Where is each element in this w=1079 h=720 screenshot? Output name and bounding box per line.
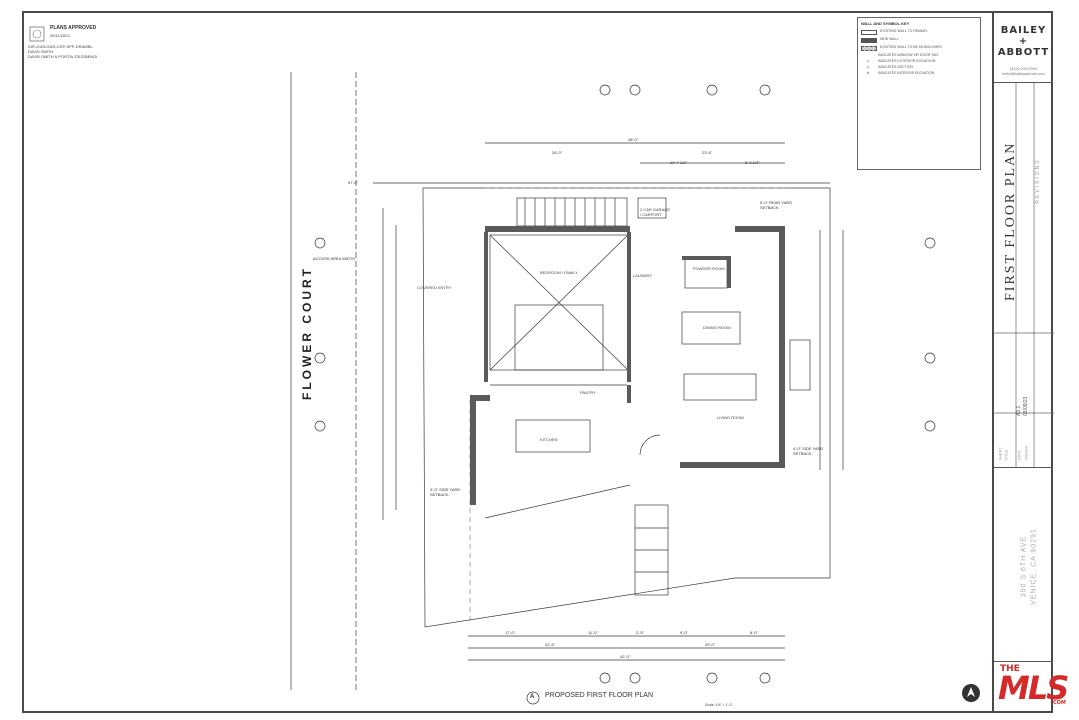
legend-row: EXISTING WALL TO BE DEMOLISHED	[861, 45, 977, 51]
setback-rear: 5'-0" REAR YARD SETBACK	[760, 200, 793, 210]
room-laundry: LAUNDRY	[633, 273, 653, 278]
setback-side-right: 4'-0" SIDE YARD SETBACK	[793, 446, 824, 456]
north-arrow-icon	[962, 684, 980, 702]
legend-row: ◎INDICATES SECTION	[866, 65, 913, 69]
dim-overall-width: 48'-0"	[628, 137, 639, 142]
wall-symbol-key: WALL AND SYMBOL KEY EXISTING WALL TO REM…	[857, 17, 981, 170]
stamp-line-3: DAVID SMITH & PORTIA ZSIJSBENGI	[28, 54, 98, 59]
access-area-label: ACCESS AREA WIDTH	[313, 256, 356, 261]
stamp-line-1: DIR-2023-0320-CDP-SPP-DRAWBL	[28, 44, 93, 49]
room-covered-entry: COVERED ENTRY	[417, 285, 452, 290]
dim-bottom-overall: 42'-0"	[620, 654, 631, 659]
lot-boundary	[422, 187, 831, 628]
plan-scale: Scale: 1/4" = 1'-0"	[705, 703, 733, 707]
mls-logo: THE MLS COM	[998, 664, 1069, 707]
sheet-title-panel: FIRST FLOOR PLAN REVISIONS SHEET TITLE D…	[994, 83, 1054, 468]
dim-bottom-e: 8'-0"	[750, 630, 758, 635]
dim-bottom-d: 9'-0"	[680, 630, 688, 635]
dim-right: 8'-3 1/2"	[745, 160, 760, 165]
project-address: 350 S 6TH AVE VENICE, CA 90291	[994, 468, 1053, 662]
stamp-header: PLANS APPROVED	[50, 25, 97, 31]
dim-mid: 10'-7 1/2"	[670, 160, 687, 165]
dim-bottom-a: 17'-0"	[505, 630, 516, 635]
dim-bottom-left: 22'-6"	[545, 642, 556, 647]
stamp-date: 09/11/2023	[50, 33, 70, 38]
room-powder: POWDER ROOM	[693, 266, 725, 271]
approval-stamp: PLANS APPROVED 09/11/2023 DIR-2023-0320-…	[28, 25, 114, 71]
legend-row: EXISTING WALL TO REMAIN	[861, 29, 977, 35]
legend-row: ⊖INDICATES INTERIOR ELEVATION	[866, 71, 935, 75]
dim-left-span: 26'-0"	[552, 150, 563, 155]
plan-title: PROPOSED FIRST FLOOR PLAN	[545, 692, 654, 699]
legend-row: ◎INDICATES EXTERIOR ELEVATION	[866, 59, 936, 63]
room-bedroom: BEDROOM / FAMILY	[540, 270, 578, 275]
room-garage: 2 CAR GARAGE / CARPORT	[640, 207, 671, 217]
dim-bottom-right: 20'-0"	[705, 642, 716, 647]
dim-bottom-b: 11'-0"	[588, 630, 598, 635]
drawing-marker: A	[530, 694, 535, 700]
dim-right-span: 23'-6"	[702, 150, 713, 155]
firm-logo: BAILEY + ABBOTT (310) 000-0000 hello@bai…	[994, 11, 1053, 83]
stamp-line-2: DAVIS SMITH	[28, 49, 54, 54]
room-pantry: PANTRY	[580, 390, 596, 395]
legend-row: NEW WALL	[861, 37, 977, 43]
legend-title: WALL AND SYMBOL KEY	[861, 21, 910, 26]
dim-bottom-c: 2'-5"	[636, 630, 644, 635]
room-dining: DINING ROOM	[703, 325, 731, 330]
drawing-sheet	[22, 11, 1053, 713]
dim-lot-width: 57'-0"	[348, 180, 359, 185]
title-block: BAILEY + ABBOTT (310) 000-0000 hello@bai…	[992, 11, 1054, 713]
seal-icon	[29, 26, 45, 42]
setback-side-left: 4'-0" SIDE YARD SETBACK	[430, 487, 461, 497]
room-kitchen: KITCHEN	[540, 437, 558, 442]
drawing-marker-circle	[526, 691, 540, 705]
room-living: LIVING ROOM	[717, 415, 744, 420]
legend-row: INDICATES WINDOW OR DOOR TAG	[878, 53, 939, 57]
